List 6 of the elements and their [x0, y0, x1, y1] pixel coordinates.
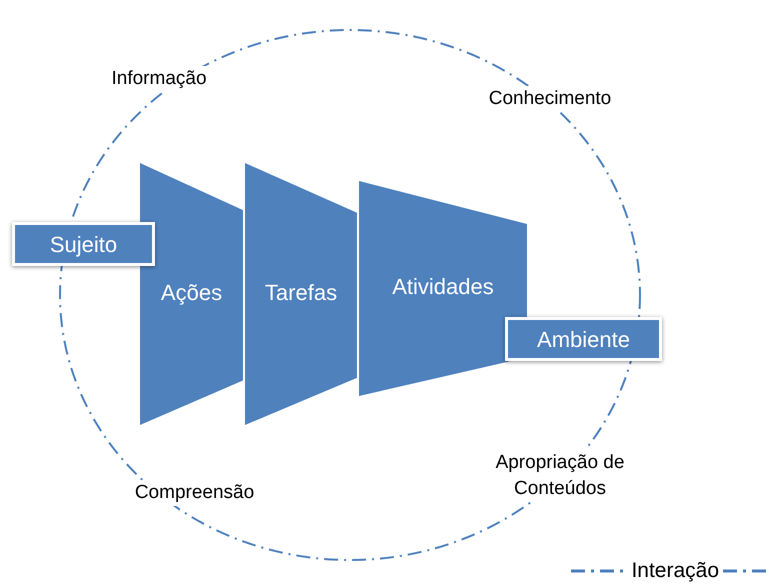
label-box: Ambiente [505, 317, 662, 361]
legend-label: Interação [631, 560, 719, 581]
stage-label: Tarefas [264, 282, 338, 304]
stage-label: Ações [160, 282, 224, 304]
stage-label: Atividades [391, 276, 495, 298]
label-box: Sujeito [12, 222, 155, 266]
